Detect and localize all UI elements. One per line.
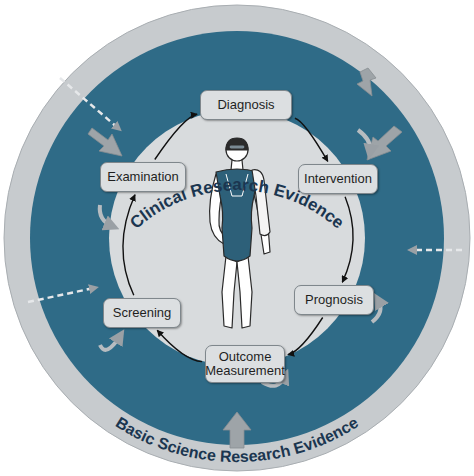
block-arrows	[88, 68, 402, 448]
process-box: Screening	[103, 298, 181, 328]
process-box: Diagnosis	[200, 90, 292, 120]
process-box: Prognosis	[294, 285, 374, 315]
box-label: Intervention	[304, 172, 372, 186]
box-label: Outcome Measurement	[205, 350, 284, 379]
ring-label: Basic Science Research Evidence	[113, 414, 361, 465]
cycle-arrow	[123, 195, 135, 296]
evidence-band	[30, 31, 444, 445]
process-box: Examination	[100, 162, 186, 192]
cycle-arrow	[295, 118, 328, 161]
process-box: Outcome Measurement	[205, 345, 285, 383]
outer-ring	[4, 5, 470, 471]
cycle-arrow	[288, 318, 323, 355]
cycle-arrow	[157, 330, 202, 361]
curved-accents	[100, 130, 381, 386]
cycle-arrow	[342, 197, 353, 282]
box-label: Diagnosis	[217, 98, 274, 112]
swimmer-illustration	[210, 138, 270, 328]
box-label: Examination	[107, 170, 179, 184]
ring-label-path: Basic Science Research Evidence	[113, 414, 361, 465]
box-label: Screening	[113, 306, 172, 320]
process-box: Intervention	[298, 164, 378, 194]
cycle-arrow	[155, 114, 197, 159]
box-label: Prognosis	[305, 293, 363, 307]
